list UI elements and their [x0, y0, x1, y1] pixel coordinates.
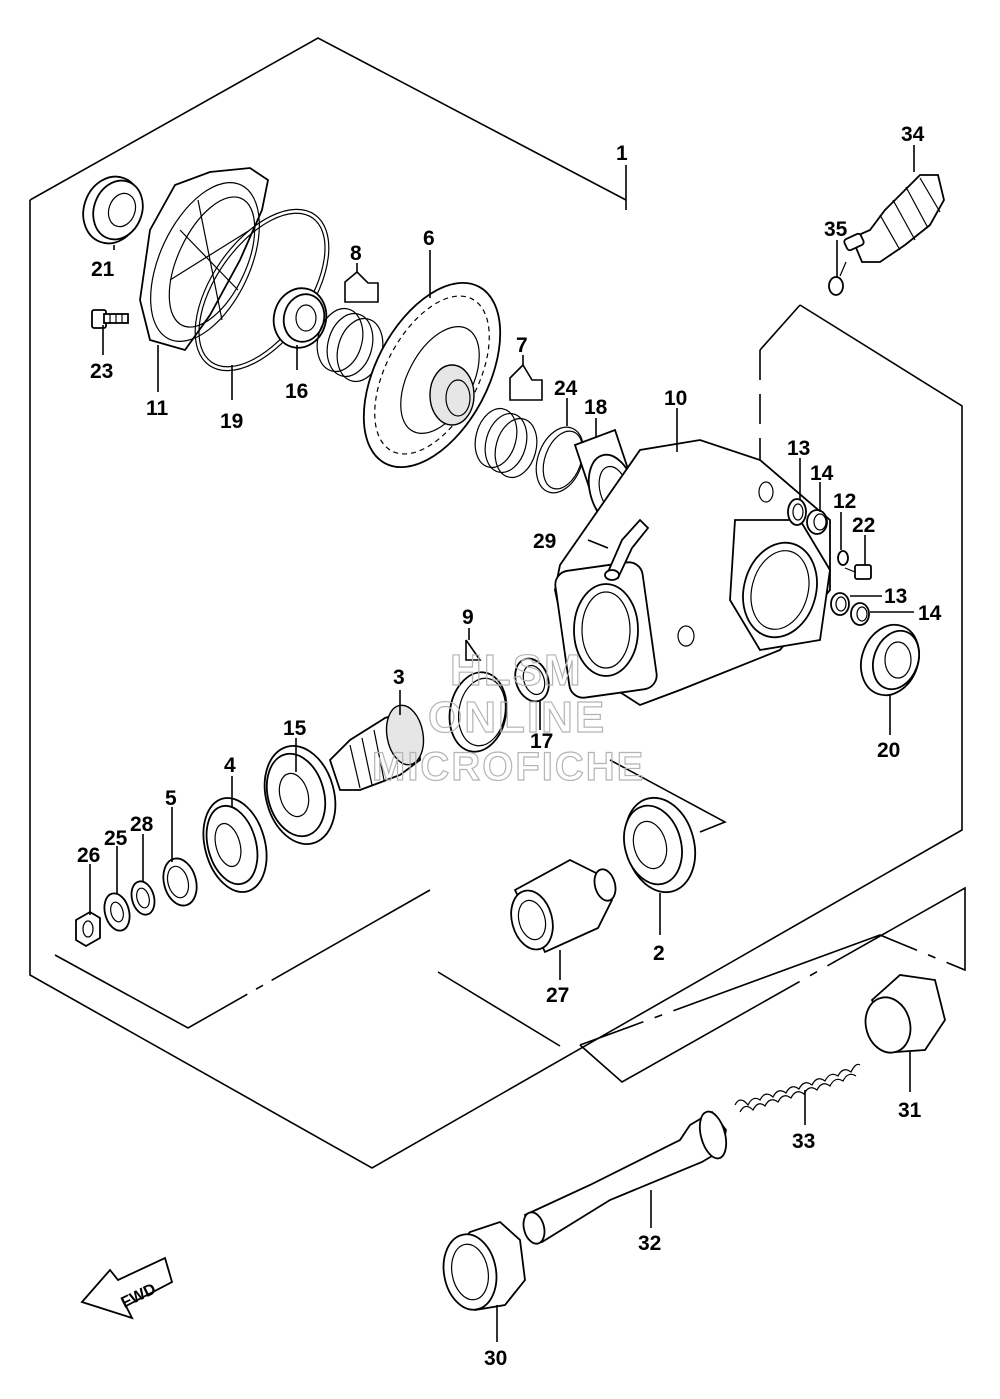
- callout-3: 3: [393, 666, 405, 689]
- part-32-propeller-shaft: [522, 1110, 728, 1245]
- pinion-group-box: [54, 889, 431, 1029]
- callout-22: 22: [852, 514, 875, 537]
- part-21-oil-seal: [82, 175, 144, 245]
- part-16-bearing: [272, 287, 328, 349]
- part-31-cap: [864, 974, 946, 1054]
- callout-20: 20: [877, 739, 900, 762]
- callout-19: 19: [220, 410, 243, 433]
- part-28-washer: [130, 880, 156, 916]
- part-11-housing-cover: [139, 167, 270, 352]
- callout-6: 6: [423, 227, 435, 250]
- callout-17: 17: [530, 730, 553, 753]
- callout-14-lower: 14: [918, 602, 942, 625]
- watermark: HLSM ONLINE MICROFICHE: [371, 645, 645, 789]
- callout-14-upper: 14: [810, 462, 834, 485]
- part-25-washer: [103, 892, 131, 932]
- callout-15: 15: [283, 717, 307, 740]
- callout-35: 35: [824, 218, 848, 241]
- part-9-shim: [448, 671, 508, 753]
- shaft-group-box: [579, 886, 966, 1083]
- watermark-line-3: MICROFICHE: [372, 745, 645, 789]
- callout-25: 25: [104, 827, 128, 850]
- part-13-washer-upper: [787, 498, 807, 526]
- callout-7: 7: [516, 334, 528, 357]
- part-5-collar: [162, 857, 198, 907]
- callout-8: 8: [350, 242, 362, 265]
- part-6-ring-gear: [362, 281, 502, 469]
- callout-11: 11: [146, 397, 169, 420]
- callout-27: 27: [546, 984, 569, 1007]
- callout-16: 16: [285, 380, 308, 403]
- callout-29: 29: [533, 530, 556, 553]
- part-26-nut: [75, 910, 101, 948]
- callout-4: 4: [224, 754, 236, 777]
- watermark-line-2: ONLINE: [428, 693, 606, 742]
- callout-1: 1: [616, 142, 628, 165]
- part-34-boot: [843, 174, 945, 263]
- callout-18: 18: [584, 396, 608, 419]
- part-2-oil-seal: [623, 796, 697, 894]
- part-27-coupling: [510, 858, 617, 954]
- part-14-plug-upper: [806, 509, 828, 535]
- callout-13-upper: 13: [787, 437, 810, 460]
- part-3-drive-pinion: [328, 704, 425, 791]
- callout-33: 33: [792, 1130, 815, 1153]
- callout-labels: 1 2 3 4 5 6 7 8 9 10 11 12 13 13 14 14 1…: [77, 123, 942, 1370]
- callout-2: 2: [653, 942, 665, 965]
- part-22-bolt: [844, 564, 872, 580]
- part-7-shims: [474, 407, 538, 479]
- part-33-spring: [734, 1063, 861, 1113]
- part-29-breather: [604, 518, 650, 581]
- part-13-washer-lower: [830, 592, 850, 616]
- part-20-oil-seal: [860, 623, 920, 697]
- part-8-bracket: [344, 271, 379, 303]
- part-9-bracket: [465, 639, 482, 661]
- callout-23: 23: [90, 360, 113, 383]
- part-30-universal-joint: [442, 1220, 526, 1311]
- callout-30: 30: [484, 1347, 507, 1370]
- seal-group-box: [437, 759, 727, 1047]
- callout-24: 24: [554, 377, 578, 400]
- callout-10: 10: [664, 387, 687, 410]
- callout-28: 28: [130, 813, 154, 836]
- callout-34: 34: [901, 123, 925, 146]
- callout-9: 9: [462, 606, 474, 629]
- callout-26: 26: [77, 844, 100, 867]
- part-23-bolt: [91, 309, 129, 329]
- part-35-clamp: [828, 261, 847, 296]
- leader-lines: [89, 145, 915, 1342]
- part-12-washer: [837, 550, 849, 566]
- callout-32: 32: [638, 1232, 661, 1255]
- callout-5: 5: [165, 787, 177, 810]
- part-14-plug-lower: [850, 602, 870, 626]
- part-24-shim: [535, 426, 585, 494]
- callout-12: 12: [833, 490, 856, 513]
- part-15-bearing: [263, 745, 337, 845]
- callout-21: 21: [91, 258, 115, 281]
- callout-31: 31: [898, 1099, 922, 1122]
- callout-13-lower: 13: [884, 585, 907, 608]
- part-4-bearing: [202, 797, 268, 893]
- fwd-arrow-icon: FWD: [80, 1256, 174, 1320]
- part-7-bracket: [509, 364, 543, 401]
- part-10-differential-housing: [554, 439, 831, 707]
- watermark-line-1: HLSM: [450, 646, 583, 695]
